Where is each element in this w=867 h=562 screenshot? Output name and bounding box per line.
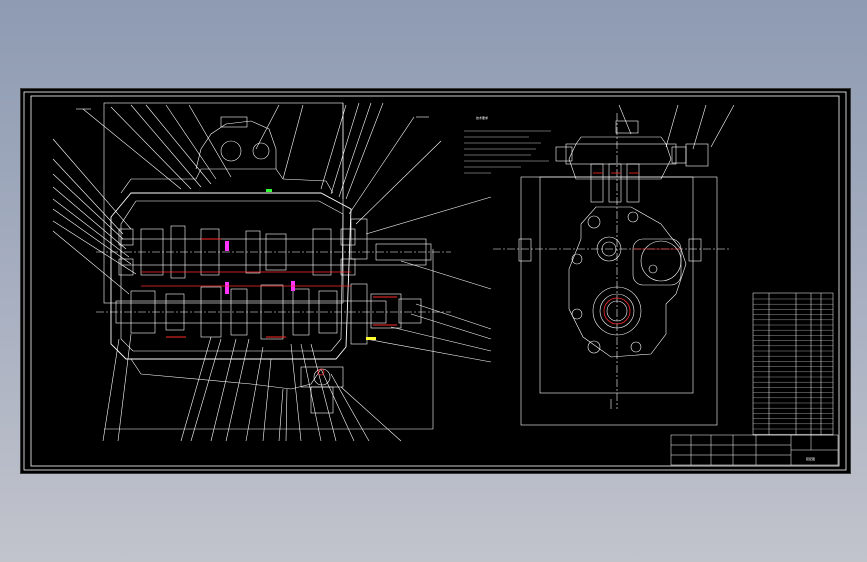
sectional-view: [52, 102, 492, 442]
outer-frame: [23, 91, 847, 471]
notes-title: 技术要求: [476, 115, 488, 120]
cad-viewport[interactable]: 技术要求: [20, 88, 851, 474]
title-block-name: 装配图: [806, 456, 815, 461]
technical-notes: [464, 130, 551, 174]
title-block: [670, 434, 839, 466]
inner-frame: [30, 95, 840, 467]
section-accents: [141, 189, 397, 376]
parts-list: [752, 292, 834, 436]
cad-drawing: 技术要求: [23, 91, 847, 471]
parts-list-rows: [753, 298, 833, 435]
end-view: [493, 104, 735, 426]
end-view-accents: [593, 172, 681, 325]
